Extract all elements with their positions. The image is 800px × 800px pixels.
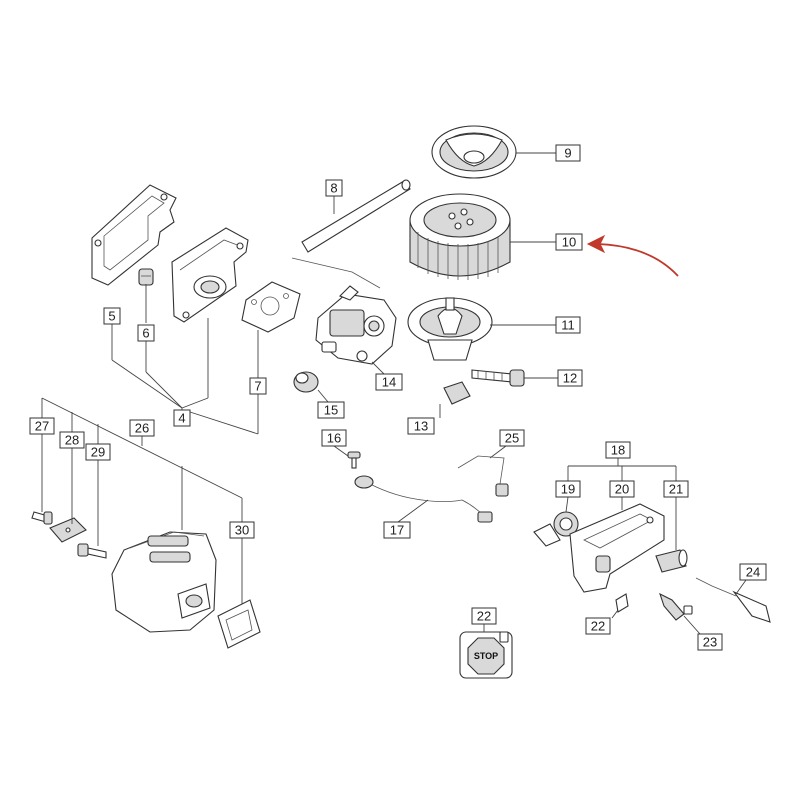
callout-26: 26: [129, 419, 155, 437]
part-7-flange-gasket: [241, 281, 301, 333]
callout-12-text: 12: [563, 371, 577, 386]
callout-24: 24: [739, 563, 767, 581]
callout-19: 19: [555, 480, 581, 498]
part-27-bolt: [31, 511, 53, 525]
callout-27-text: 27: [35, 419, 49, 434]
callout-6-text: 6: [142, 326, 149, 341]
part-11-filter-base: [407, 297, 493, 361]
callout-6: 6: [137, 324, 155, 342]
callout-12: 12: [557, 369, 583, 387]
callout-27: 27: [29, 417, 55, 435]
callout-22-small-text: 22: [591, 619, 605, 634]
stop-sticker: STOP: [459, 631, 513, 679]
callout-19-text: 19: [561, 482, 575, 497]
callout-21-text: 21: [669, 482, 683, 497]
callout-15: 15: [317, 401, 345, 419]
callout-5-text: 5: [108, 309, 115, 324]
curved-arrow-icon: [586, 234, 679, 277]
part-21-tube: [655, 549, 688, 573]
part-25-rod: [457, 455, 509, 497]
part-intake-manifold: [171, 227, 249, 323]
stop-sticker-text: STOP: [474, 651, 498, 661]
callout-22-small: 22: [585, 617, 611, 635]
callout-9: 9: [555, 144, 581, 162]
callout-25: 25: [499, 429, 525, 447]
callout-22-sticker: 22: [471, 607, 497, 625]
dashed-link-8: [291, 257, 381, 289]
callout-20-text: 20: [615, 482, 629, 497]
callout-26-text: 26: [135, 421, 149, 436]
callout-17-text: 17: [390, 523, 404, 538]
callout-20: 20: [609, 480, 635, 498]
callout-30-text: 30: [235, 523, 249, 538]
callout-23: 23: [697, 633, 723, 651]
callout-16: 16: [321, 429, 347, 447]
part-22-small-part: [615, 593, 629, 613]
callout-28-text: 28: [65, 433, 79, 448]
part-17-wire: [354, 475, 493, 523]
arrow-shaft: [597, 243, 679, 277]
callout-29: 29: [85, 443, 111, 461]
callout-29-text: 29: [91, 445, 105, 460]
callout-30: 30: [229, 521, 255, 539]
callout-18-text: 18: [611, 443, 625, 458]
part-10-air-filter: [409, 193, 511, 280]
callout-13-text: 13: [414, 419, 428, 434]
part-8-tube: [301, 179, 411, 253]
callout-10-text: 10: [562, 235, 576, 250]
callout-11-text: 11: [561, 318, 575, 333]
callout-28: 28: [59, 431, 85, 449]
callout-4: 4: [173, 409, 191, 427]
part-9-filter-cover: [431, 125, 517, 179]
callout-21: 21: [663, 480, 689, 498]
callout-11: 11: [555, 316, 581, 334]
part-14-carburetor: [315, 285, 397, 365]
callout-8-text: 8: [330, 181, 337, 196]
callout-22-sticker-text: 22: [477, 609, 491, 624]
callout-8: 8: [325, 179, 343, 197]
callout-10: 10: [555, 233, 583, 251]
part-15-fuel-filter: [293, 371, 319, 393]
part-20-switch-housing: [569, 503, 665, 593]
callout-16-text: 16: [327, 431, 341, 446]
callout-25-text: 25: [505, 431, 519, 446]
callout-9-text: 9: [564, 146, 571, 161]
part-29-bolt: [77, 543, 107, 559]
part-16-screw: [347, 451, 361, 469]
part-26-muffler: [111, 531, 217, 633]
leader-lines: [41, 152, 747, 635]
callout-5: 5: [103, 307, 121, 325]
callout-23-text: 23: [703, 635, 717, 650]
arrow-head: [586, 234, 606, 254]
part-30-gasket: [217, 599, 261, 649]
callout-14: 14: [375, 373, 403, 391]
part-28-plate: [49, 517, 87, 543]
part-5-gasket-frame: [91, 184, 177, 286]
callout-4-text: 4: [178, 411, 185, 426]
part-19-grommet: [533, 511, 579, 547]
part-24-choke-lever: [695, 577, 771, 623]
part-12-bolt: [471, 369, 525, 387]
callout-17: 17: [383, 521, 411, 539]
callout-24-text: 24: [746, 565, 760, 580]
callout-15-text: 15: [324, 403, 338, 418]
callout-7-text: 7: [254, 379, 261, 394]
callout-7: 7: [249, 377, 267, 395]
part-6-fitting: [138, 268, 154, 286]
callout-14-text: 14: [382, 375, 396, 390]
part-13-nut: [443, 381, 471, 405]
callout-18: 18: [605, 441, 631, 459]
callout-13: 13: [407, 417, 435, 435]
part-23-spark-plug: [659, 592, 693, 621]
